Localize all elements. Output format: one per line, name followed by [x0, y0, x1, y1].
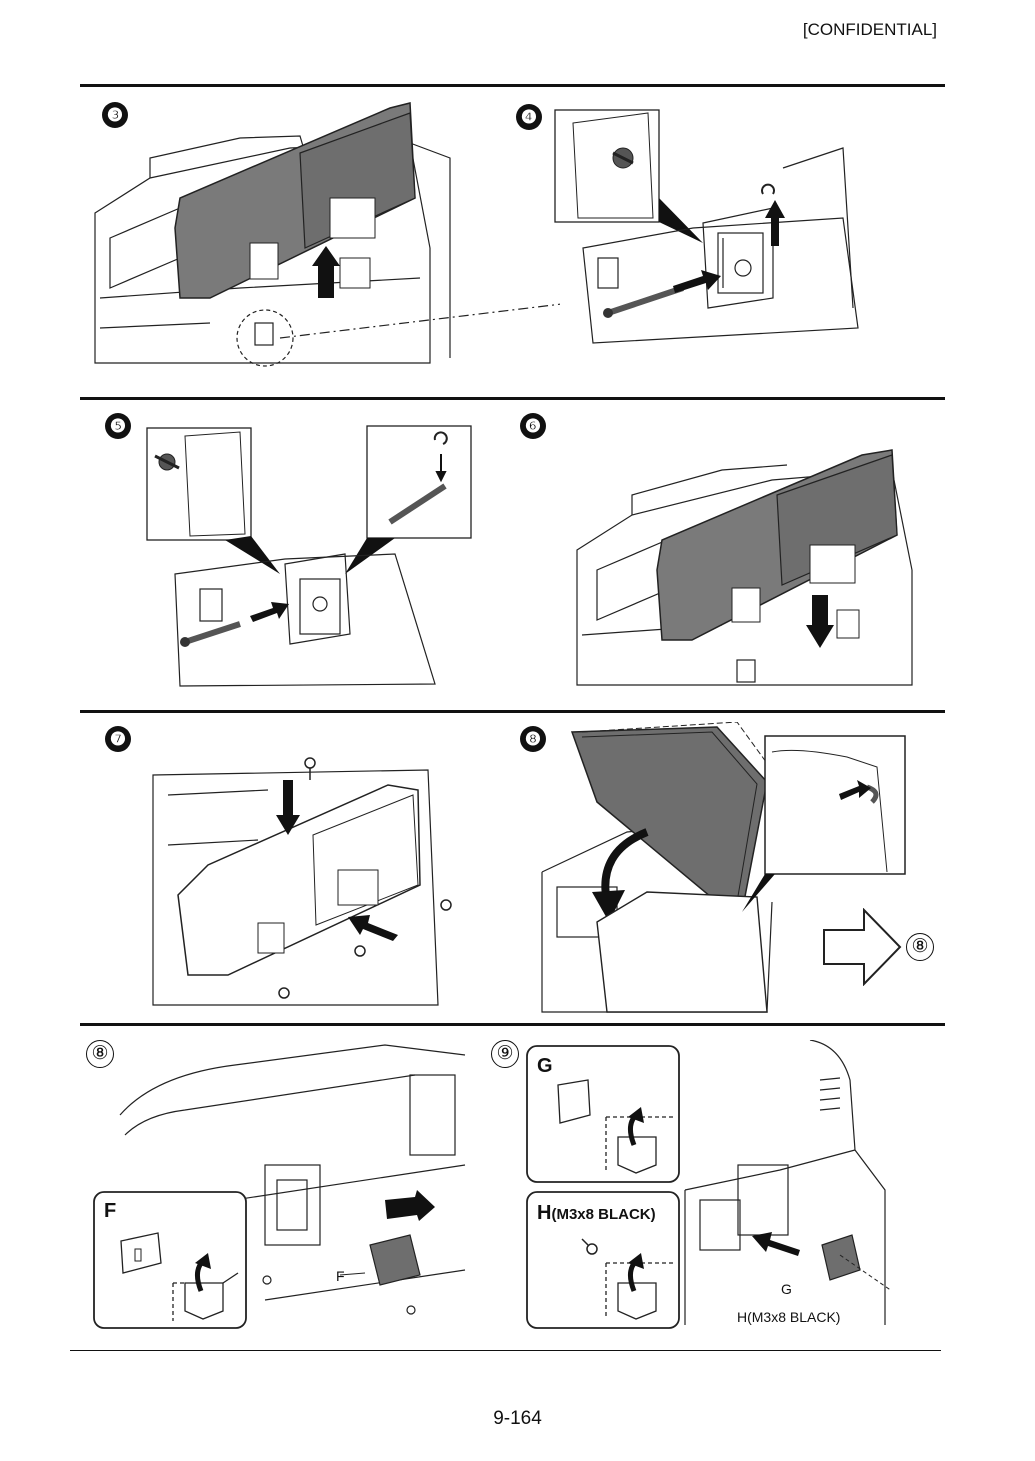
step-3-badge: ❸ [102, 102, 128, 128]
step-8-lower-badge: ⑧ [86, 1040, 114, 1068]
part-f-label: F [336, 1268, 345, 1284]
part-g-label: G [781, 1281, 792, 1297]
part-box-g [526, 1045, 680, 1183]
page-number: 9-164 [493, 1408, 542, 1429]
next-step-arrow [822, 908, 902, 986]
step-5-illustration [145, 424, 475, 689]
section-rule [80, 84, 945, 87]
part-box-h-letter: H [537, 1202, 552, 1224]
step-8-badge: ❽ [520, 726, 546, 752]
step-5-badge: ❺ [105, 413, 131, 439]
step-7-badge: ❼ [105, 726, 131, 752]
next-step-ref: ⑧ [906, 933, 934, 961]
confidential-label: [CONFIDENTIAL] [802, 20, 937, 39]
step-7-illustration [148, 745, 468, 1010]
step-6-badge: ❻ [520, 413, 546, 439]
part-h-label: H(M3x8 BLACK) [737, 1309, 841, 1325]
part-box-h-label: H(M3x8 BLACK) [537, 1202, 656, 1225]
step-9-illustration [680, 1040, 890, 1330]
step-4-illustration [553, 108, 863, 348]
part-box-g-label: G [537, 1055, 553, 1077]
part-box-f [93, 1191, 247, 1329]
step-8-illustration [537, 722, 907, 1017]
part-box-h-spec: (M3x8 BLACK) [551, 1206, 656, 1223]
step-9-badge: ⑨ [491, 1040, 519, 1068]
section-rule [80, 397, 945, 400]
step-6-illustration [572, 420, 917, 690]
section-rule [80, 1023, 945, 1026]
step-3-illustration [90, 98, 560, 368]
footer-rule [70, 1350, 941, 1351]
section-rule [80, 710, 945, 713]
step-4-badge: ❹ [516, 104, 542, 130]
step-8-lower-illustration [115, 1035, 470, 1335]
part-box-f-label: F [104, 1200, 117, 1222]
part-box-h [526, 1191, 680, 1329]
